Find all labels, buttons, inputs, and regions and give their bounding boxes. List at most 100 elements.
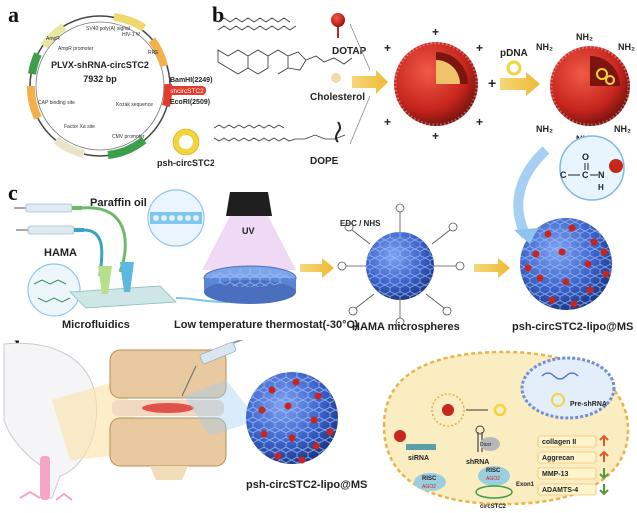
sirna-label: siRNA	[408, 455, 429, 462]
microsphere-fabrication: Paraffin oil HAMA Microfluidics UV Low t…	[14, 189, 633, 333]
arrow-to-microspheres	[300, 258, 334, 278]
uv-lamp	[226, 192, 272, 216]
feature-label-1: SV40 poly(A) signal	[86, 26, 130, 32]
marker-0-arrow	[599, 434, 609, 446]
entering-liposome	[394, 430, 406, 442]
dna-helix	[541, 372, 579, 380]
feature-label-4: AmpR	[46, 36, 60, 42]
product-label-c: psh-circSTC2-lipo@MS	[512, 321, 633, 333]
pre-shrna-label: Pre-shRNA	[570, 401, 607, 408]
injected-liposomes	[258, 378, 334, 464]
cholesterol-icon	[331, 73, 341, 83]
syringe-hama	[16, 225, 84, 235]
feature-label-5: AmpR promoter	[58, 46, 94, 52]
nhs-groups	[337, 203, 465, 327]
marker-3-label: ADAMTS-4	[542, 487, 578, 494]
feature-arc-xa	[53, 136, 86, 158]
microfluidic-chip	[69, 285, 177, 309]
dotap-label: DOTAP	[332, 46, 367, 57]
uv-label: UV	[242, 226, 255, 236]
thermostat-label: Low temperature thermostat(-30°C)	[174, 319, 358, 331]
svg-text:N: N	[598, 170, 605, 180]
feature-arc-puro	[28, 52, 42, 75]
marker-2-arrow	[599, 468, 609, 480]
feature-label-2: HIV-1 Ψ	[122, 32, 140, 38]
feature-arc-cap	[27, 85, 42, 120]
insert-label: shcircSTC2	[170, 88, 204, 95]
cholesterol-structure	[217, 49, 353, 75]
feature-arc-insert	[162, 83, 173, 107]
marker-3-arrow	[599, 484, 609, 496]
insert-badge	[168, 86, 206, 95]
dicer-icon	[480, 437, 500, 451]
circ-label: circSTC2	[480, 504, 507, 510]
amide-bond-inset: C C O N H	[559, 135, 625, 201]
site-ecori: EcoRI(2509)	[170, 99, 210, 106]
animal-tail	[40, 456, 50, 500]
panel-label-a: a	[8, 2, 19, 27]
plasmid-map: PLVX-shRNA-circSTC2 7932 bp SV40 poly(A)…	[27, 13, 214, 168]
syringe-oil	[14, 203, 82, 213]
injection-scene: psh-circSTC2-lipo@MS	[3, 340, 367, 501]
plasmid-name: PLVX-shRNA-circSTC2	[51, 60, 149, 70]
nh2-right: NH₂	[618, 42, 635, 52]
pdna-icon	[506, 60, 522, 76]
plasmid-size: 7932 bp	[83, 74, 117, 84]
feature-arc-cmv	[107, 136, 147, 159]
hama-structure-bubble	[27, 263, 81, 317]
liposome-assembly: DOTAP Cholesterol DOPE + + + + + + + pDN…	[213, 13, 635, 167]
dotap-structure	[217, 17, 297, 31]
feature-label-8: Kozak sequence	[116, 102, 153, 108]
marker-2-label: MMP-13	[542, 471, 569, 478]
marker-list: collagen II Aggrecan MMP-13 ADAMTS-4	[537, 434, 609, 496]
microfluidics-label: Microfluidics	[62, 319, 130, 331]
ago2-label-1: AGO2	[422, 484, 436, 490]
risc-label-1: RISC	[422, 476, 437, 482]
svg-text:C: C	[560, 170, 567, 180]
edc-nhs-label: EDC / NHS	[340, 219, 381, 228]
feature-arc-ori	[113, 13, 147, 32]
flow-arrow-b-to-c	[513, 146, 550, 244]
product-label-d: psh-circSTC2-lipo@MS	[246, 479, 367, 491]
panel-label-c: c	[8, 180, 18, 205]
marker-1-label: Aggrecan	[542, 455, 574, 462]
charge-plus-3: +	[476, 115, 483, 129]
pdna-label: pDNA	[500, 48, 528, 59]
vertebra-top	[109, 349, 227, 399]
nucleus	[520, 356, 616, 420]
cholesterol-label: Cholesterol	[310, 92, 365, 103]
pdna-released	[493, 403, 507, 417]
feature-arc-rre	[148, 37, 168, 68]
svg-text:C: C	[582, 170, 589, 180]
cationic-liposome: + + + + + +	[384, 25, 483, 143]
feature-arc-ampr	[40, 23, 67, 49]
marker-1-arrow	[599, 450, 609, 462]
circ-rna	[475, 485, 513, 499]
dope-structure	[213, 124, 346, 142]
svg-text:O: O	[582, 152, 589, 162]
arrow-dope	[349, 95, 371, 145]
nh2-top: NH₂	[576, 32, 593, 42]
cell-mechanism: Pre-shRNA Dicer shRNA siRNA RISC AGO2 RI…	[382, 350, 630, 510]
uv-light	[202, 216, 296, 270]
dicer-label: Dicer	[480, 442, 492, 448]
feature-label-7: Factor Xa site	[64, 124, 95, 130]
charge-plus-2: +	[476, 41, 483, 55]
charge-plus-6: +	[432, 129, 439, 143]
risc-complex-2	[478, 466, 510, 486]
risc-complex-1	[414, 473, 446, 491]
svg-text:H: H	[598, 183, 604, 192]
psh-label: psh-circSTC2	[157, 158, 214, 168]
arrow-dotap	[349, 23, 371, 71]
risc-label-2: RISC	[486, 468, 501, 474]
feature-label-3: RRE	[148, 50, 159, 56]
loaded-liposomes	[524, 224, 610, 308]
paraffin-oil-label: Paraffin oil	[90, 197, 147, 209]
plus-sign: +	[488, 75, 496, 91]
nh2-left: NH₂	[536, 42, 553, 52]
feature-label-9: CMV promoter	[112, 134, 145, 140]
marker-0-label: collagen II	[542, 439, 576, 446]
microspheres-label: HAMA microspheres	[352, 321, 460, 333]
shrna-label: shRNA	[466, 459, 489, 466]
dotap-icon	[331, 13, 345, 27]
